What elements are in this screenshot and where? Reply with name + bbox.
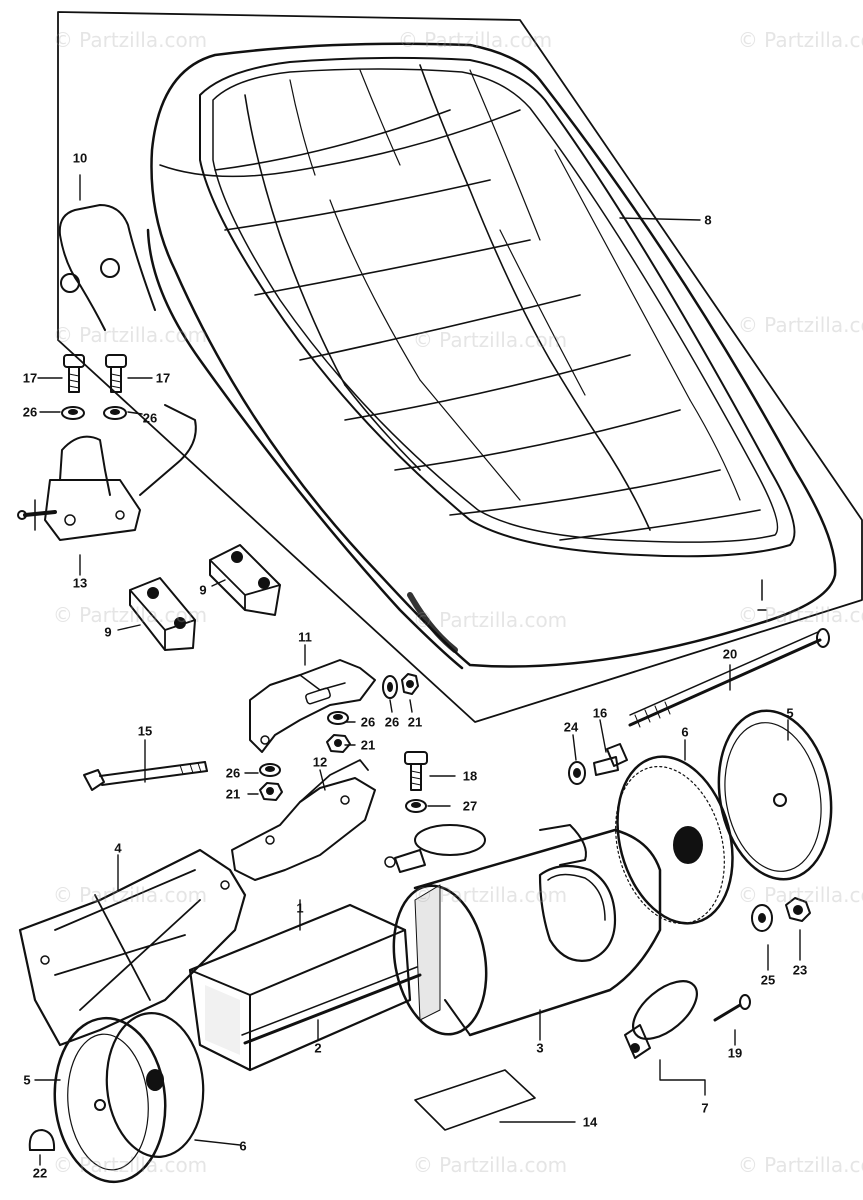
rubber-block-lower (129, 577, 196, 651)
nut-21-mid-b (326, 734, 351, 753)
bolt-17-left (63, 354, 85, 393)
callout-26-right: 26 (142, 410, 158, 426)
callout-6-left: 6 (239, 1138, 247, 1154)
callout-24: 24 (563, 719, 579, 735)
watermark: © Partzilla.com (52, 883, 208, 907)
seat-group-frame (57, 11, 863, 723)
watermark: © Partzilla.com (737, 603, 863, 627)
washer-24 (568, 761, 586, 785)
callout-21-mid-a: 21 (407, 714, 423, 730)
callout-16: 16 (592, 705, 608, 721)
callout-8: 8 (704, 212, 712, 228)
hose-band-7 (624, 980, 698, 1059)
watermark: © Partzilla.com (737, 28, 863, 52)
callout-26-left: 26 (22, 404, 38, 420)
seat-spring (58, 204, 156, 331)
filter-cover-6-left (105, 1012, 205, 1158)
callout-10: 10 (72, 150, 88, 166)
washer-26-left (61, 406, 85, 420)
filter-element (188, 903, 412, 1072)
callout-7: 7 (701, 1100, 709, 1116)
callout-21-left-mid: 21 (225, 786, 241, 802)
nut-21-left-mid (259, 782, 283, 801)
seat (146, 42, 837, 670)
watermark: © Partzilla.com (412, 883, 568, 907)
callout-9-lower: 9 (104, 624, 112, 640)
watermark: © Partzilla.com (52, 603, 208, 627)
bracket-4 (18, 848, 247, 1047)
long-rod-20 (628, 628, 830, 728)
callout-15: 15 (137, 723, 153, 739)
callout-5-left: 5 (23, 1072, 31, 1088)
rubber-block-upper (209, 544, 281, 616)
filter-cap-5-left (53, 1016, 167, 1184)
callout-1: 1 (296, 900, 304, 916)
screw-19 (713, 994, 751, 1022)
callout-13: 13 (72, 575, 88, 591)
mounting-plate (231, 759, 376, 881)
filter-cap-5-right (717, 709, 833, 881)
callout-9-upper: 9 (199, 582, 207, 598)
callout-14: 14 (582, 1114, 598, 1130)
bolt-17-right (105, 354, 127, 393)
callout-17-right: 17 (155, 370, 171, 386)
callout-11: 11 (298, 629, 312, 645)
washer-26-mid-a (382, 675, 398, 699)
washer-26-left-mid (259, 763, 281, 777)
washer-26-right (103, 406, 127, 420)
callout-26-left-mid: 26 (225, 765, 241, 781)
label-14 (414, 1069, 536, 1131)
filter-cover-6-right (615, 755, 734, 925)
air-filter-housing (392, 824, 662, 1037)
callout-19: 19 (727, 1045, 743, 1061)
callout-20: 20 (722, 646, 738, 662)
washer-27 (405, 799, 427, 813)
leader-lines (34, 174, 801, 1166)
callout-12: 12 (312, 754, 328, 770)
watermark: © Partzilla.com (412, 328, 568, 352)
long-bolt-15 (83, 761, 208, 791)
seat-hinge (17, 404, 197, 541)
washer-26-mid-b (327, 711, 349, 725)
watermark: © Partzilla.com (737, 1153, 863, 1177)
callout-21-mid-b: 21 (360, 737, 376, 753)
callout-18: 18 (462, 768, 478, 784)
watermark: © Partzilla.com (737, 313, 863, 337)
washer-25 (751, 904, 773, 932)
nut-21-mid-a (401, 673, 419, 695)
watermark: © Partzilla.com (412, 1153, 568, 1177)
callout-26-mid-a: 26 (384, 714, 400, 730)
cap-nut-22 (28, 1129, 56, 1151)
mounting-bracket (249, 659, 376, 753)
callout-2: 2 (314, 1040, 322, 1056)
nut-23 (785, 897, 811, 922)
callout-26-mid-b: 26 (360, 714, 376, 730)
watermark: © Partzilla.com (52, 323, 208, 347)
rod-2 (241, 966, 422, 1045)
watermark: © Partzilla.com (737, 883, 863, 907)
bolt-16 (593, 743, 628, 776)
callout-6-right: 6 (681, 724, 689, 740)
watermark: © Partzilla.com (52, 28, 208, 52)
callout-23: 23 (792, 962, 808, 978)
callout-27: 27 (462, 798, 478, 814)
watermark: © Partzilla.com (397, 28, 553, 52)
watermark: © Partzilla.com (412, 608, 568, 632)
hose-clamp-upper (384, 824, 486, 873)
callout-4: 4 (114, 840, 122, 856)
bolt-18 (404, 751, 428, 791)
callout-22: 22 (32, 1165, 48, 1181)
callout-5-right: 5 (786, 705, 794, 721)
callout-17-left: 17 (22, 370, 38, 386)
callout-25: 25 (760, 972, 776, 988)
callout-3: 3 (536, 1040, 544, 1056)
watermark: © Partzilla.com (52, 1153, 208, 1177)
